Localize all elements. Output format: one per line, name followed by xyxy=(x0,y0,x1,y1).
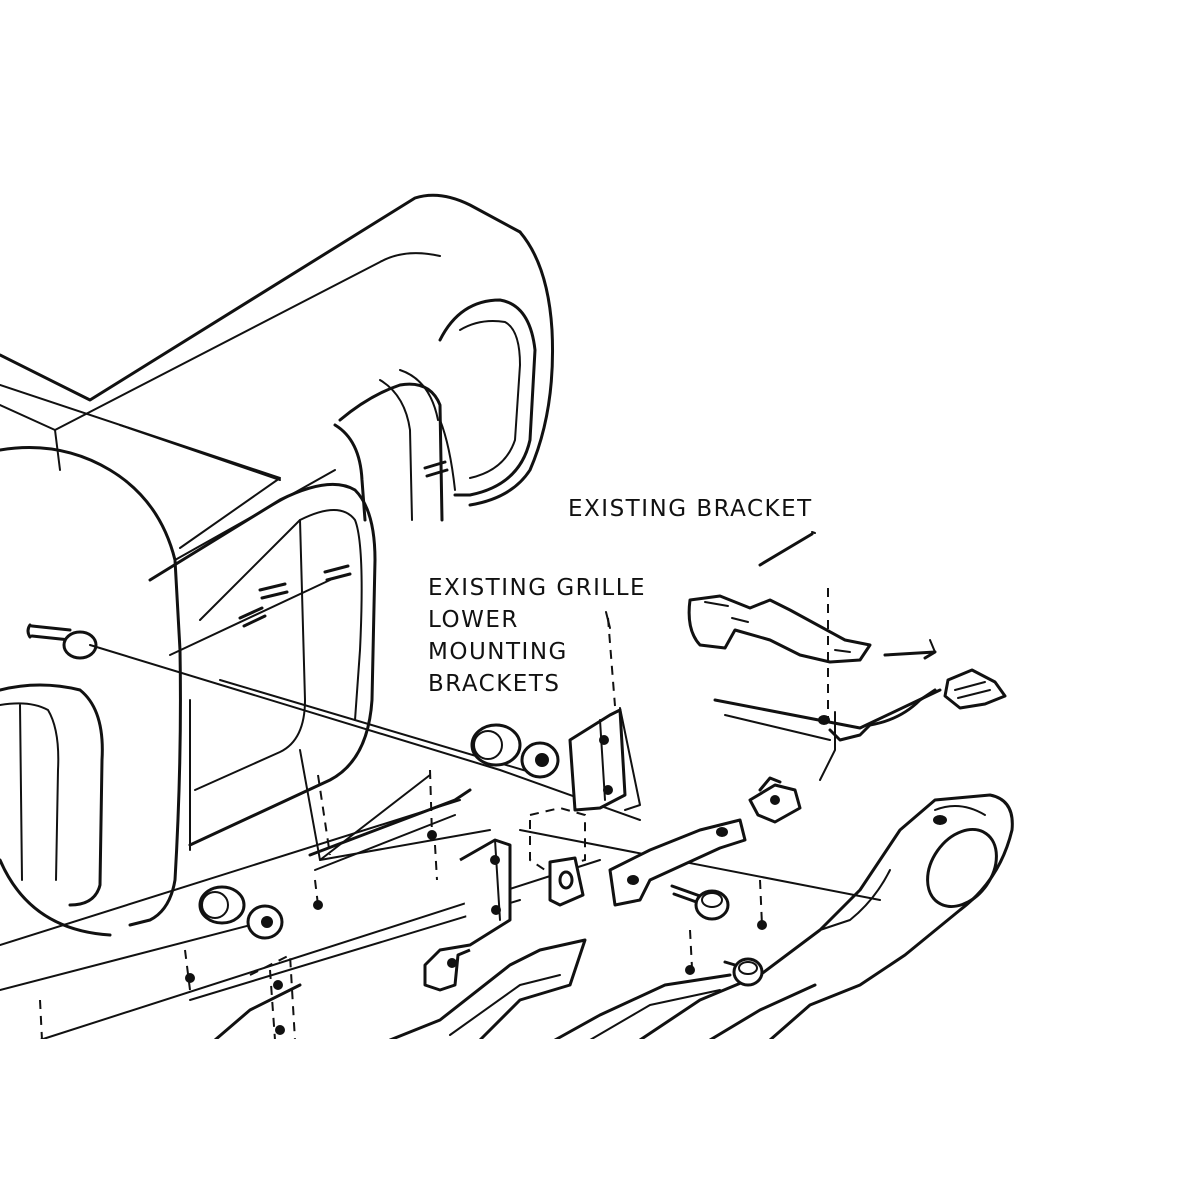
center-bracket-and-bolts xyxy=(185,776,802,987)
grille-label-line-1: EXISTING GRILLE xyxy=(428,575,647,601)
frame-arm xyxy=(638,793,1014,1042)
grille-lower-mounting-brackets xyxy=(39,617,763,1041)
grille-label-line-4: BRACKETS xyxy=(428,671,561,697)
body-studs xyxy=(26,460,449,660)
existing-grille-brackets-label: EXISTING GRILLE LOWER MOUNTING BRACKETS xyxy=(428,572,646,700)
front-end-body xyxy=(0,193,555,937)
lower-support-rails xyxy=(213,788,732,1042)
grille-label-leader xyxy=(605,611,611,629)
grille-label-line-2: LOWER xyxy=(428,607,519,633)
support-plate xyxy=(713,588,1007,781)
existing-bracket-part xyxy=(687,531,872,664)
grille-label-line-3: MOUNTING xyxy=(428,639,568,665)
existing-bracket-label: EXISTING BRACKET xyxy=(568,496,813,522)
